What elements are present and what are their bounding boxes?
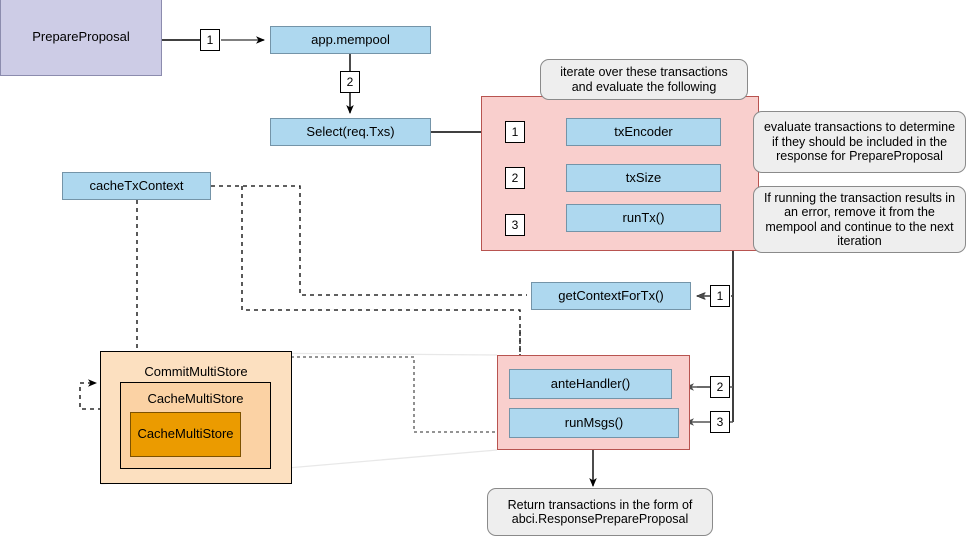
edge-cachetxcontext-dashed (136, 185, 527, 355)
step-badge-mempool-1: 1 (200, 29, 220, 51)
badge-label: 1 (511, 125, 519, 139)
badge-label: 3 (716, 415, 724, 429)
step-badge-txencoder-1: 1 (505, 121, 525, 143)
step-badge-txsize-2: 2 (505, 167, 525, 189)
note-error: If running the transaction results in an… (753, 186, 966, 253)
note-text: iterate over these transactions and eval… (560, 65, 728, 94)
node-label: txEncoder (614, 123, 673, 139)
node-select-req-txs[interactable]: Select(req.Txs) (270, 118, 431, 146)
badge-label: 2 (716, 380, 724, 394)
node-prepare-proposal[interactable]: PrepareProposal (0, 0, 162, 76)
cache-multi-store-outer-label: CacheMultiStore (147, 391, 244, 406)
edge-commitstore-to-runmsgs (291, 356, 508, 436)
badge-label: 3 (511, 218, 519, 232)
badge-label: 1 (206, 33, 214, 47)
node-ante-handler[interactable]: anteHandler() (509, 369, 672, 399)
step-badge-ante-2: 2 (710, 376, 730, 398)
note-return: Return transactions in the form of abci.… (487, 488, 713, 536)
node-cache-tx-context[interactable]: cacheTxContext (62, 172, 211, 200)
node-label: getContextForTx() (558, 287, 664, 303)
step-badge-runtx-3: 3 (505, 214, 525, 236)
node-label: txSize (625, 169, 662, 185)
badge-label: 2 (346, 75, 354, 89)
note-text: evaluate transactions to determine if th… (763, 120, 956, 164)
badge-label: 2 (511, 171, 519, 185)
note-iterate: iterate over these transactions and eval… (540, 59, 748, 100)
step-badge-msgs-3: 3 (710, 411, 730, 433)
note-evaluate: evaluate transactions to determine if th… (753, 111, 966, 173)
note-text: If running the transaction results in an… (763, 190, 956, 248)
node-label: anteHandler() (550, 375, 631, 391)
node-get-context-for-tx[interactable]: getContextForTx() (531, 282, 691, 310)
node-tx-size[interactable]: txSize (566, 164, 721, 192)
cache-multi-store-inner-label: CacheMultiStore (137, 426, 234, 442)
edge-spine-to-numbers (696, 292, 733, 423)
commit-multi-store-label: CommitMultiStore (144, 364, 248, 379)
node-run-msgs[interactable]: runMsgs() (509, 408, 679, 438)
node-label: app.mempool (311, 31, 390, 47)
step-badge-select-2: 2 (340, 71, 360, 93)
node-app-mempool[interactable]: app.mempool (270, 26, 431, 54)
node-tx-encoder[interactable]: txEncoder (566, 118, 721, 146)
node-run-tx[interactable]: runTx() (566, 204, 721, 232)
node-label: cacheTxContext (89, 177, 184, 193)
node-label: Select(req.Txs) (306, 123, 395, 139)
step-badge-context-1: 1 (710, 285, 730, 307)
note-text: Return transactions in the form of abci.… (507, 497, 693, 526)
node-label: PrepareProposal (32, 28, 130, 44)
node-label: runMsgs() (564, 414, 624, 430)
badge-label: 1 (716, 289, 724, 303)
node-cache-multi-store-inner[interactable]: CacheMultiStore (130, 412, 241, 457)
node-label: runTx() (622, 209, 665, 225)
